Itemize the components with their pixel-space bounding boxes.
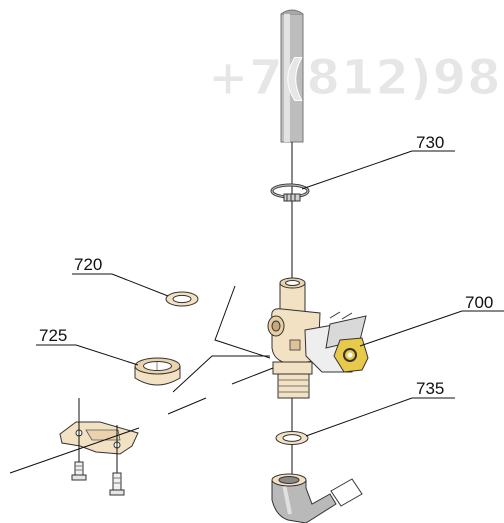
upper-hose xyxy=(280,9,304,143)
lower-hose-elbow xyxy=(271,473,363,523)
washer-720 xyxy=(165,291,199,307)
screw-right xyxy=(109,472,125,496)
part-label-735: 735 xyxy=(416,379,444,398)
mounting-reference-lines xyxy=(9,285,274,474)
watermark-text: +7(812)98 xyxy=(208,50,501,106)
mounting-bracket xyxy=(59,421,139,455)
bushing-725 xyxy=(134,357,181,386)
part-label-720: 720 xyxy=(74,255,102,274)
callout-735: 735 xyxy=(305,379,455,437)
gasket-735 xyxy=(275,431,309,445)
part-label-700: 700 xyxy=(465,293,493,312)
callout-720: 720 xyxy=(72,255,169,297)
callout-725: 725 xyxy=(36,326,139,366)
hose-clamp-730 xyxy=(270,183,310,202)
screw-left xyxy=(71,461,87,481)
callout-700: 700 xyxy=(359,293,504,347)
callout-730: 730 xyxy=(301,133,455,190)
inlet-valve-700 xyxy=(267,277,369,399)
part-label-725: 725 xyxy=(39,326,67,345)
part-label-730: 730 xyxy=(416,133,444,152)
